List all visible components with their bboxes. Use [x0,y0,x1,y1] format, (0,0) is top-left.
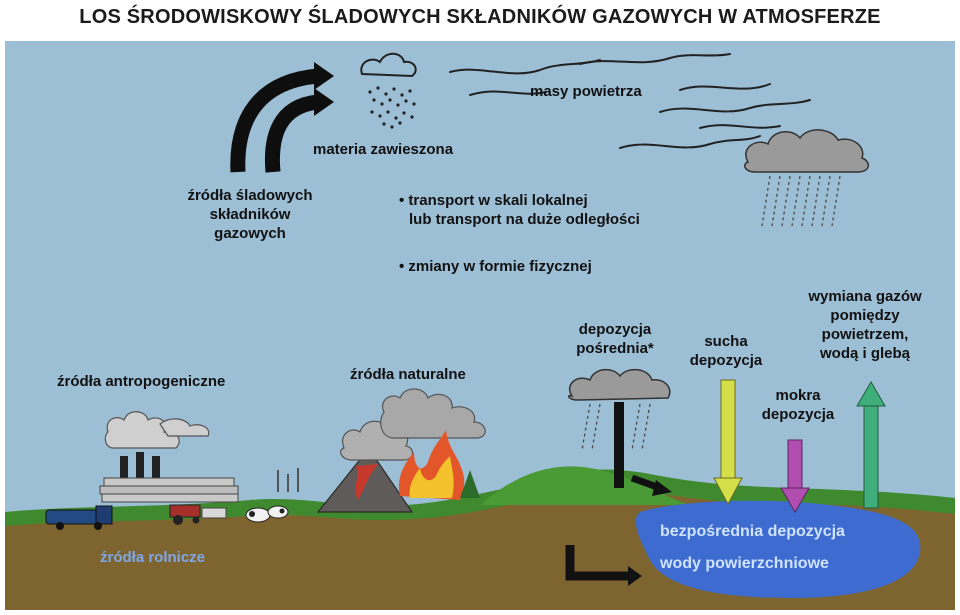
rain-cloud-lower [567,368,671,451]
indirect-deposition-label: depozycja pośrednia* [576,321,654,357]
gas-exchange-arrow [856,381,886,509]
suspended-matter-cloud [360,52,417,78]
wet-deposition-arrow [780,439,810,513]
ground-flow-arrowhead [628,566,642,586]
surface-water-lake [635,500,921,598]
anthropogenic-sources-label: źródła antropogeniczne [57,373,226,390]
air-masses-label: masy powietrza [530,83,642,100]
agricultural-sources-label: źródła rolnicze [100,549,206,566]
tractor [169,504,227,525]
dry-deposition-arrow [713,379,743,506]
emission-arrows [230,62,334,173]
indirect-runoff-arrowhead [652,480,672,496]
natural-sources-label: źródła naturalne [350,366,466,383]
diagram-title: LOS ŚRODOWISKOWY ŚLADOWYCH SKŁADNIKÓW GA… [79,6,881,28]
wet-deposition-label: mokra depozycja [761,387,835,423]
direct-deposition-label: bezpośrednia depozycja [660,523,845,540]
suspended-particles [368,86,416,129]
green-hill [480,466,690,505]
forest-fire [380,388,486,500]
gas-exchange-label: wymiana gazów pomiędzy powietrzem, wodą … [808,288,922,362]
rain-cloud-upper [743,129,870,227]
cattle [245,505,289,523]
vehicle [45,505,113,530]
suspended-matter-label: materia zawieszona [313,141,454,158]
dry-deposition-label: sucha depozycja [689,333,763,369]
air-mass-lines [449,53,811,149]
transport-note: • transport w skali lokalnej lub transpo… [399,192,640,228]
trace-sources-label: źródła śladowych składników gazowych [187,187,313,242]
factory [99,411,299,503]
grass-strip [5,469,955,526]
physical-changes-note: • zmiany w formie fizycznej [399,258,592,275]
ground-flow-arrow [565,545,630,581]
indirect-deposition-arrow [614,402,624,488]
surface-waters-label: wody powierzchniowe [660,555,829,572]
